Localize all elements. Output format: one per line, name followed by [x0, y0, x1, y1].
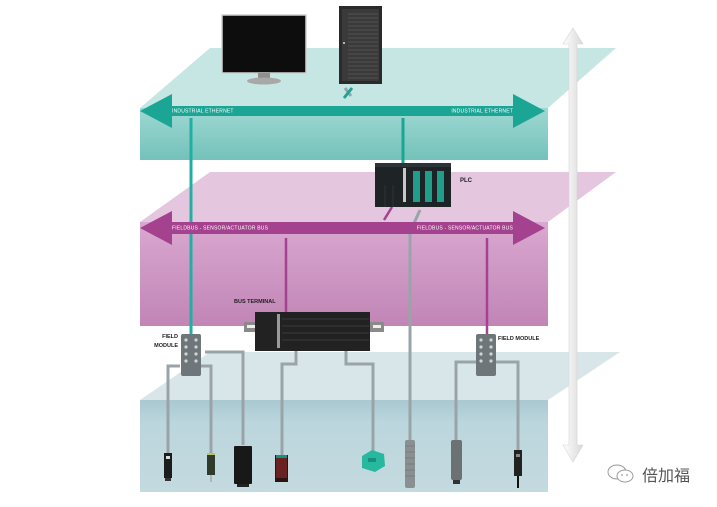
- cable: [454, 360, 484, 440]
- fieldbus-label-right: FIELDBUS - SENSOR/ACTUATOR BUS: [417, 226, 514, 232]
- fieldbus-drops: [284, 206, 489, 338]
- field-module-left-icon: [181, 334, 201, 376]
- sensor-layer: [140, 352, 620, 492]
- fieldbus-bus-arrow: [140, 211, 545, 245]
- plc-icon: [375, 163, 451, 207]
- bus-terminal-label: BUS TERMINAL: [234, 299, 276, 305]
- monitor-icon: [221, 14, 307, 85]
- ethernet-layer-front: [140, 108, 548, 160]
- watermark: 倍加福: [606, 462, 690, 486]
- fieldbus-layer: [140, 172, 616, 326]
- field-module-right-icon: [476, 334, 496, 376]
- bus-terminal-icon: [244, 312, 384, 351]
- sensor-inductive-cylindrical-icon: [405, 440, 415, 488]
- terminal-slots: [282, 318, 369, 341]
- cable: [344, 345, 375, 452]
- cable: [200, 364, 213, 455]
- field-module-right-label: FIELD MODULE: [498, 336, 540, 342]
- cable: [205, 350, 245, 445]
- sensors: [164, 440, 522, 488]
- sensor-cables: [166, 87, 520, 455]
- cable: [490, 360, 520, 450]
- ethernet-drop-server: [342, 87, 354, 99]
- ethernet-bus-label-left: INDUSTRIAL ETHERNET: [172, 109, 234, 115]
- sensor-photoelectric-small-icon: [164, 453, 172, 481]
- server-vents: [348, 13, 378, 79]
- sensor-inductive-square-icon: [362, 450, 385, 472]
- server-icon: [339, 6, 382, 84]
- sensor-layer-front: [140, 400, 548, 492]
- plc-label: PLC: [460, 178, 473, 184]
- watermark-text: 倍加福: [642, 466, 691, 485]
- fieldbus-layer-front: [140, 222, 548, 326]
- fieldbus-bus: FIELDBUS - SENSOR/ACTUATOR BUS FIELDBUS …: [140, 211, 545, 245]
- communication-double-arrow-icon: [562, 27, 584, 463]
- sensor-photoelectric-green-icon: [207, 453, 215, 482]
- sensor-photoelectric-slim-icon: [514, 450, 522, 488]
- field-module-left-label-1: FIELD: [162, 334, 178, 340]
- field-module-left-label-2: MODULE: [154, 343, 178, 349]
- ethernet-bus-label-right: INDUSTRIAL ETHERNET: [451, 109, 513, 115]
- sensor-inductive-cylindrical-2-icon: [451, 440, 462, 484]
- fieldbus-drop-plc: [382, 206, 394, 221]
- communication-arrow: [562, 27, 584, 463]
- sensor-layer-top: [140, 352, 620, 400]
- cable: [280, 345, 298, 455]
- sensor-photoelectric-red-icon: [275, 455, 288, 482]
- ethernet-bus-arrow: [140, 94, 545, 128]
- industrial-ethernet-bus: INDUSTRIAL ETHERNET INDUSTRIAL ETHERNET: [140, 94, 545, 128]
- cable: [166, 364, 180, 455]
- fieldbus-label-left: FIELDBUS - SENSOR/ACTUATOR BUS: [172, 226, 269, 232]
- sensor-photoelectric-large-icon: [234, 446, 252, 487]
- wechat-icon: [607, 464, 634, 483]
